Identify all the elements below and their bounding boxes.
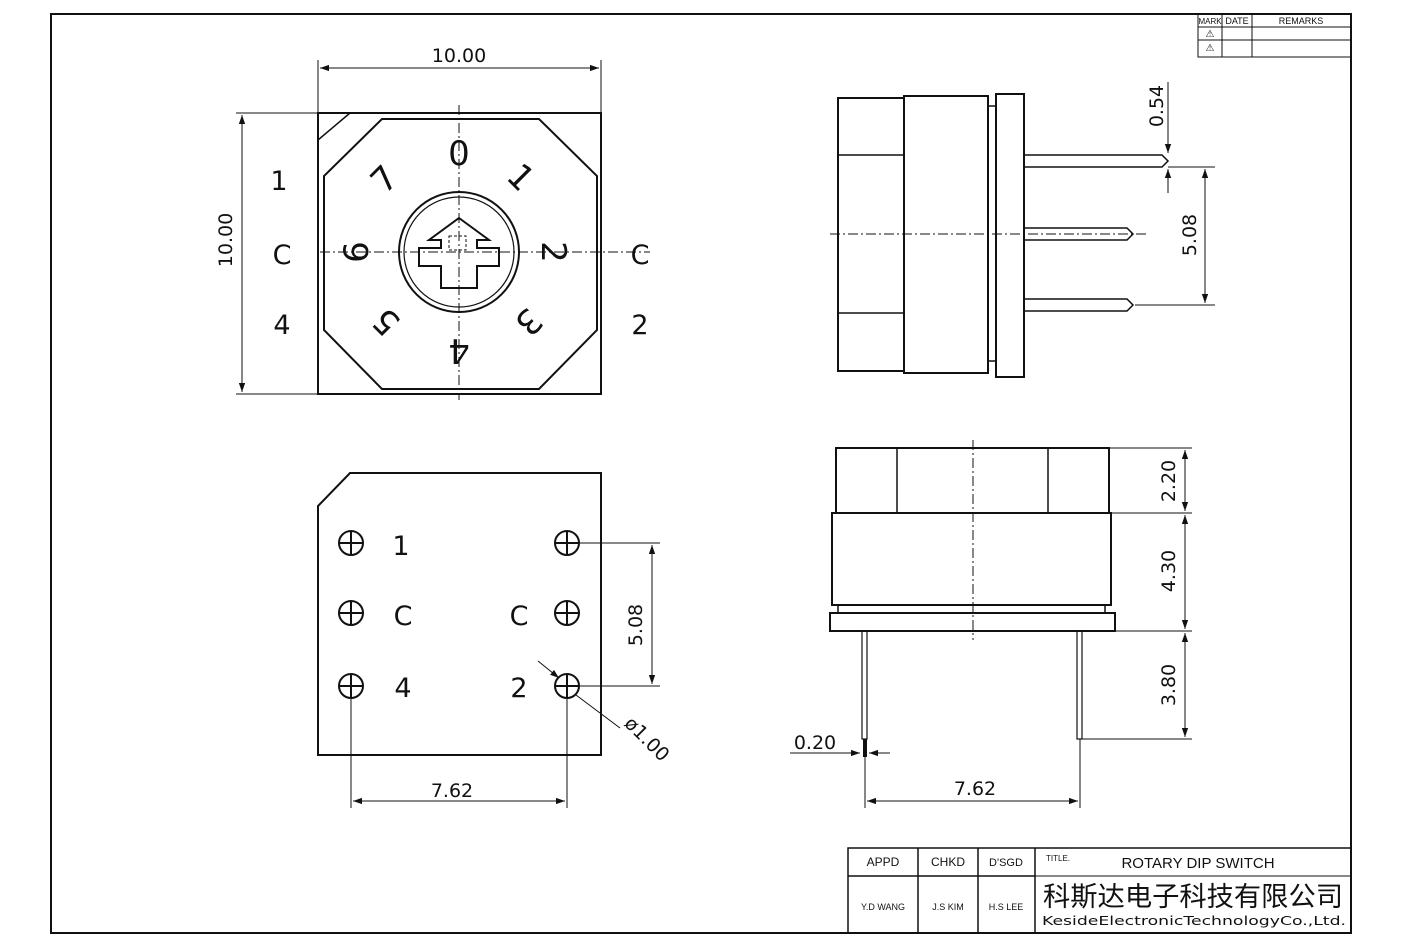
revision-header-date: DATE (1225, 16, 1248, 26)
side-pin (1024, 227, 1135, 241)
front-pin (861, 630, 868, 740)
title-dsgd-name: H.S LEE (989, 902, 1024, 912)
title-chkd-label: CHKD (931, 855, 965, 869)
side-pin (1024, 154, 1170, 168)
dim-front-body: 4.30 (1158, 550, 1180, 592)
side-pin (1024, 298, 1135, 312)
dial-number: 5 (365, 299, 409, 343)
sheet-border (50, 13, 1352, 934)
dim-bottom-pitch-horizontal: 7.62 (431, 780, 473, 802)
pin-hole-icon (338, 530, 364, 556)
dim-top-height: 10.00 (215, 213, 237, 267)
title-dsgd-label: D'SGD (989, 857, 1023, 869)
dim-front-pin-length: 3.80 (1158, 664, 1180, 706)
title-drawing-title: ROTARY DIP SWITCH (1121, 855, 1274, 872)
dim-top-width: 10.00 (432, 45, 486, 67)
dim-hole-diameter: ø1.00 (620, 712, 674, 766)
top-pin-label: C (631, 240, 650, 271)
revision-table (1197, 13, 1352, 58)
bottom-pin-label: C (394, 601, 413, 632)
dim-pin-width: 0.20 (794, 732, 836, 754)
revision-header-remarks: REMARKS (1279, 16, 1324, 26)
company-name-english: KesideElectronicTechnologyCo.,Ltd. (1042, 914, 1346, 928)
pin-hole-icon (338, 673, 364, 699)
dial-number: 7 (363, 158, 407, 202)
pin-hole-icon (554, 600, 580, 626)
top-view (317, 105, 650, 400)
bottom-pin-label: 4 (394, 673, 411, 704)
dial-number: 0 (448, 134, 470, 174)
top-pin-label: 2 (631, 310, 648, 341)
title-appd-label: APPD (867, 855, 900, 869)
title-appd-name: Y.D WANG (861, 902, 905, 912)
dial-number: 4 (448, 330, 470, 370)
dial-number: 6 (337, 241, 377, 263)
dial-number: 1 (498, 156, 542, 200)
top-pin-label: C (273, 240, 292, 271)
title-title-label: TITLE. (1046, 854, 1070, 863)
octagon-body (323, 118, 598, 390)
pin-hole-icon (338, 600, 364, 626)
dim-front-top: 2.20 (1158, 460, 1180, 502)
top-pin-label: 1 (270, 166, 287, 197)
title-block (847, 847, 1352, 934)
front-view (829, 440, 1116, 757)
revision-mark-warning-icon: ⚠ (1206, 29, 1215, 40)
revision-header-mark: MARK (1198, 17, 1222, 26)
dial-number: 2 (533, 241, 573, 263)
top-pin-label: 4 (273, 310, 290, 341)
revision-mark-warning-icon: ⚠ (1206, 43, 1215, 54)
bottom-pin-label: C (510, 601, 529, 632)
side-view (830, 93, 1170, 378)
dim-pin-thickness: 0.54 (1146, 85, 1168, 127)
dim-front-pin-spacing: 7.62 (954, 778, 996, 800)
bottom-pin-label: 1 (392, 531, 409, 562)
dial-number: 3 (506, 299, 550, 343)
bottom-pin-label: 2 (510, 673, 527, 704)
dim-bottom-pitch-vertical: 5.08 (625, 604, 647, 646)
dim-side-pitch: 5.08 (1179, 214, 1201, 256)
title-chkd-name: J.S KIM (932, 902, 964, 912)
front-pin (1076, 630, 1083, 740)
company-name-chinese: 科斯达电子科技有限公司 (1043, 882, 1343, 913)
bottom-view (317, 472, 602, 756)
